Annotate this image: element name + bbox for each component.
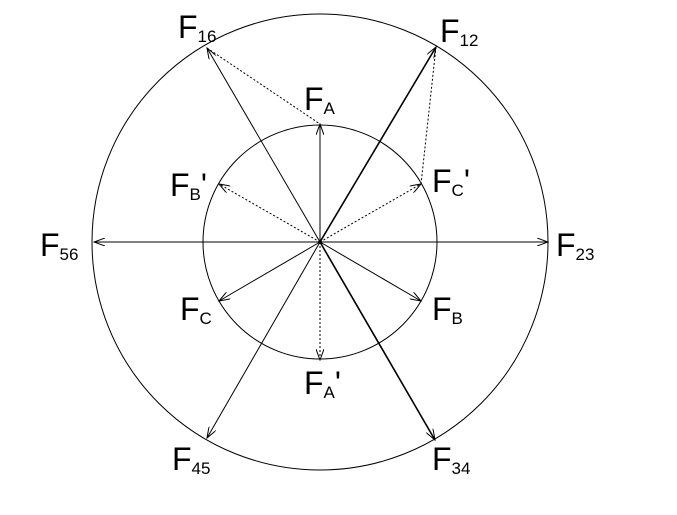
vector-f45 <box>207 241 321 438</box>
label-f56: F56 <box>40 227 78 264</box>
vector-f16 <box>207 48 321 243</box>
label-f34: F34 <box>432 441 470 478</box>
label-fc: FC <box>180 291 212 328</box>
label-fa-prime: FA' <box>304 365 341 402</box>
vector-fb-prime <box>219 184 321 243</box>
construction-line-f16-fa <box>206 47 321 125</box>
vector-f34 <box>319 241 435 440</box>
vector-fb <box>319 241 421 301</box>
vector-fc-prime <box>319 184 421 243</box>
vector-f12 <box>319 47 436 243</box>
construction-line-f12-fc-prime <box>420 46 437 185</box>
label-fa: FA <box>304 81 336 118</box>
label-f45: F45 <box>172 441 210 478</box>
label-f12: F12 <box>440 13 478 50</box>
label-f16: F16 <box>178 9 216 46</box>
label-f23: F23 <box>556 227 594 264</box>
label-fb: FB <box>432 291 463 328</box>
vector-fc <box>219 241 321 301</box>
label-fc-prime: FC' <box>432 163 470 200</box>
label-fb-prime: FB' <box>170 167 207 204</box>
